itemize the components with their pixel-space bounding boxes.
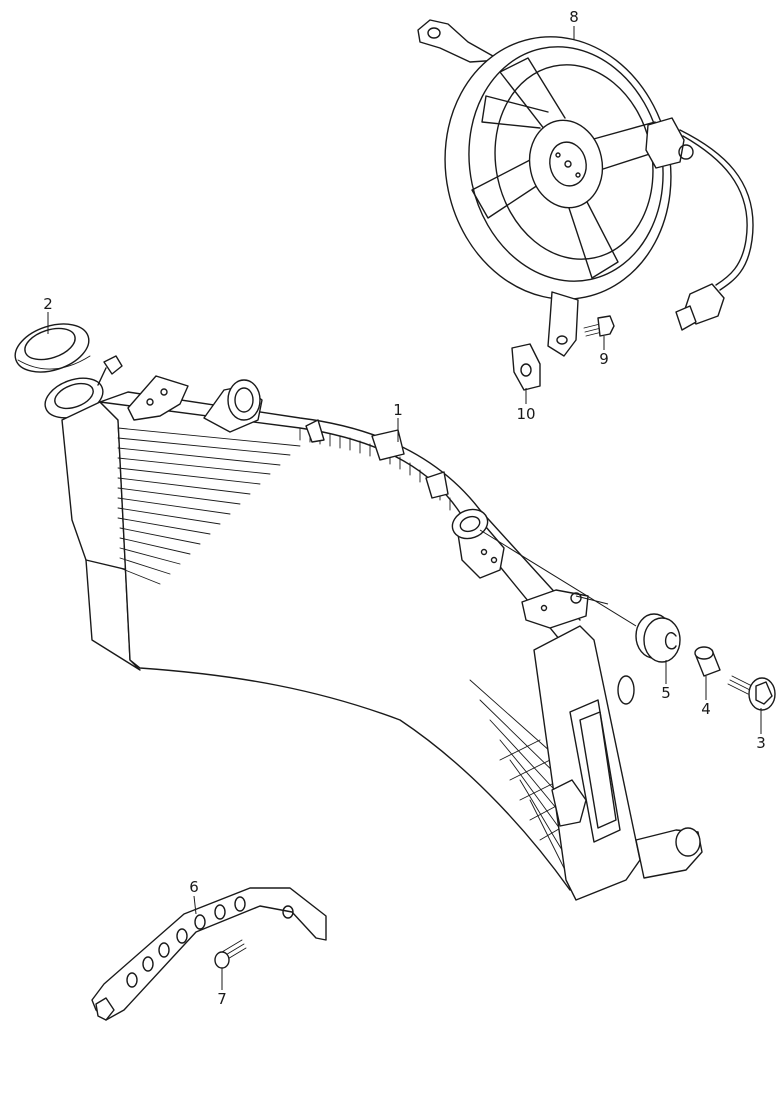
radiator-cap-top: [24, 327, 76, 361]
bolt-3-head: [755, 681, 773, 705]
grommet-5: [635, 613, 681, 663]
assembly-axis-line: [479, 529, 637, 627]
callout-7: 7: [217, 990, 227, 1008]
radiator-bracket-hole: [570, 592, 582, 604]
bracket-hole: [214, 904, 226, 920]
fan-mount-hole: [427, 27, 441, 39]
bracket-hole: [126, 972, 138, 988]
fan-mount-tab: [417, 19, 501, 63]
callout-4: 4: [701, 700, 711, 718]
radiator-core: [99, 401, 571, 891]
radiator-mount-ring: [227, 379, 261, 421]
radiator-overflow-line: [97, 367, 107, 386]
radiator-rail-tab: [305, 419, 325, 443]
fan-hub-center: [549, 141, 587, 187]
radiator-core-fins: [117, 427, 301, 585]
bracket-hole: [142, 956, 154, 972]
radiator-overflow-pipe: [103, 355, 123, 375]
bolt-9: [583, 315, 615, 337]
radiator-side-ring: [451, 508, 489, 540]
fan-hub-bolt: [575, 172, 581, 178]
radiator-core-fins-lower: [469, 679, 571, 881]
fan-hub: [528, 119, 604, 209]
collar-end: [694, 646, 714, 660]
bolt-3: [727, 675, 776, 711]
radiator-bracket-hole: [490, 556, 498, 564]
grommet-hole: [664, 632, 677, 650]
fan-wire: [682, 135, 748, 286]
radiator-cap-2: [14, 323, 91, 373]
bracket-6: [91, 887, 327, 1021]
radiator-hose-stub: [551, 779, 587, 827]
radiator-outlet-opening: [675, 827, 701, 857]
grommet-face: [643, 617, 681, 663]
callout-5: 5: [661, 684, 671, 702]
bracket-hole: [194, 914, 206, 930]
leader-lines: [47, 26, 762, 990]
fan-side-grommet: [678, 144, 694, 160]
fan-wire: [679, 129, 754, 291]
radiator-right-tank-slot: [579, 711, 617, 829]
bracket-body: [91, 887, 327, 1021]
bracket-hole: [282, 905, 294, 919]
radiator-bracket-hole: [540, 604, 548, 612]
radiator-bracket-hole: [160, 388, 168, 396]
radiator-filler-opening: [54, 382, 94, 410]
fan-hub-bolt: [564, 160, 572, 168]
leader-6: [193, 895, 197, 915]
radiator-lower-bracket: [521, 589, 589, 629]
callout-3: 3: [756, 734, 766, 752]
radiator-side-ring-hole: [459, 515, 481, 533]
radiator-bracket-hole: [146, 398, 154, 406]
callout-1: 1: [393, 401, 403, 419]
fan-blade: [567, 197, 619, 279]
bracket-hole: [176, 928, 188, 944]
callout-6: 6: [189, 878, 199, 896]
bolt-3-thread: [727, 675, 753, 695]
radiator-mount-ring-hole: [234, 387, 254, 413]
fan-lower-bracket: [547, 291, 579, 357]
fan-blade: [481, 95, 549, 129]
fan-lower-bracket-hole: [556, 335, 568, 345]
bracket-hole: [234, 896, 246, 912]
radiator-1: [44, 355, 703, 901]
cooling-fan-assembly: [417, 19, 754, 357]
clip-nut-hole: [520, 363, 532, 377]
bolt-7-head: [214, 951, 230, 969]
fan-motor-box: [645, 117, 685, 169]
fan-blade: [499, 57, 566, 131]
fan-blade: [471, 159, 539, 219]
collar-4: [694, 646, 721, 677]
callout-8: 8: [569, 8, 579, 26]
radiator-inlet-stub: [617, 675, 635, 705]
bracket-end-clip: [95, 997, 115, 1021]
assembly-axis-line: [575, 595, 609, 605]
radiator-bracket-hole: [480, 548, 488, 556]
clip-nut-10: [511, 343, 541, 391]
radiator-cap-body: [14, 323, 90, 373]
callout-9: 9: [599, 350, 609, 368]
clip-nut-body: [511, 343, 541, 391]
bolt-9-head: [597, 315, 615, 337]
bracket-hole: [158, 942, 170, 958]
bolt-7: [214, 939, 247, 969]
callout-numbers: 1 2 3 4 5 6 7 8 9 10: [43, 8, 766, 1008]
radiator-cap-ridge: [17, 355, 91, 370]
radiator-right-tank-panel: [569, 699, 621, 843]
radiator-rail-tab: [425, 471, 449, 499]
fan-connector-plug: [675, 305, 697, 331]
radiator-core-grid: [499, 739, 565, 841]
callout-2: 2: [43, 295, 53, 313]
fan-hub-bolt: [555, 152, 561, 158]
radiator-rail-tab: [371, 429, 405, 461]
radiator-top-bracket: [127, 375, 189, 421]
callout-10: 10: [516, 405, 535, 423]
